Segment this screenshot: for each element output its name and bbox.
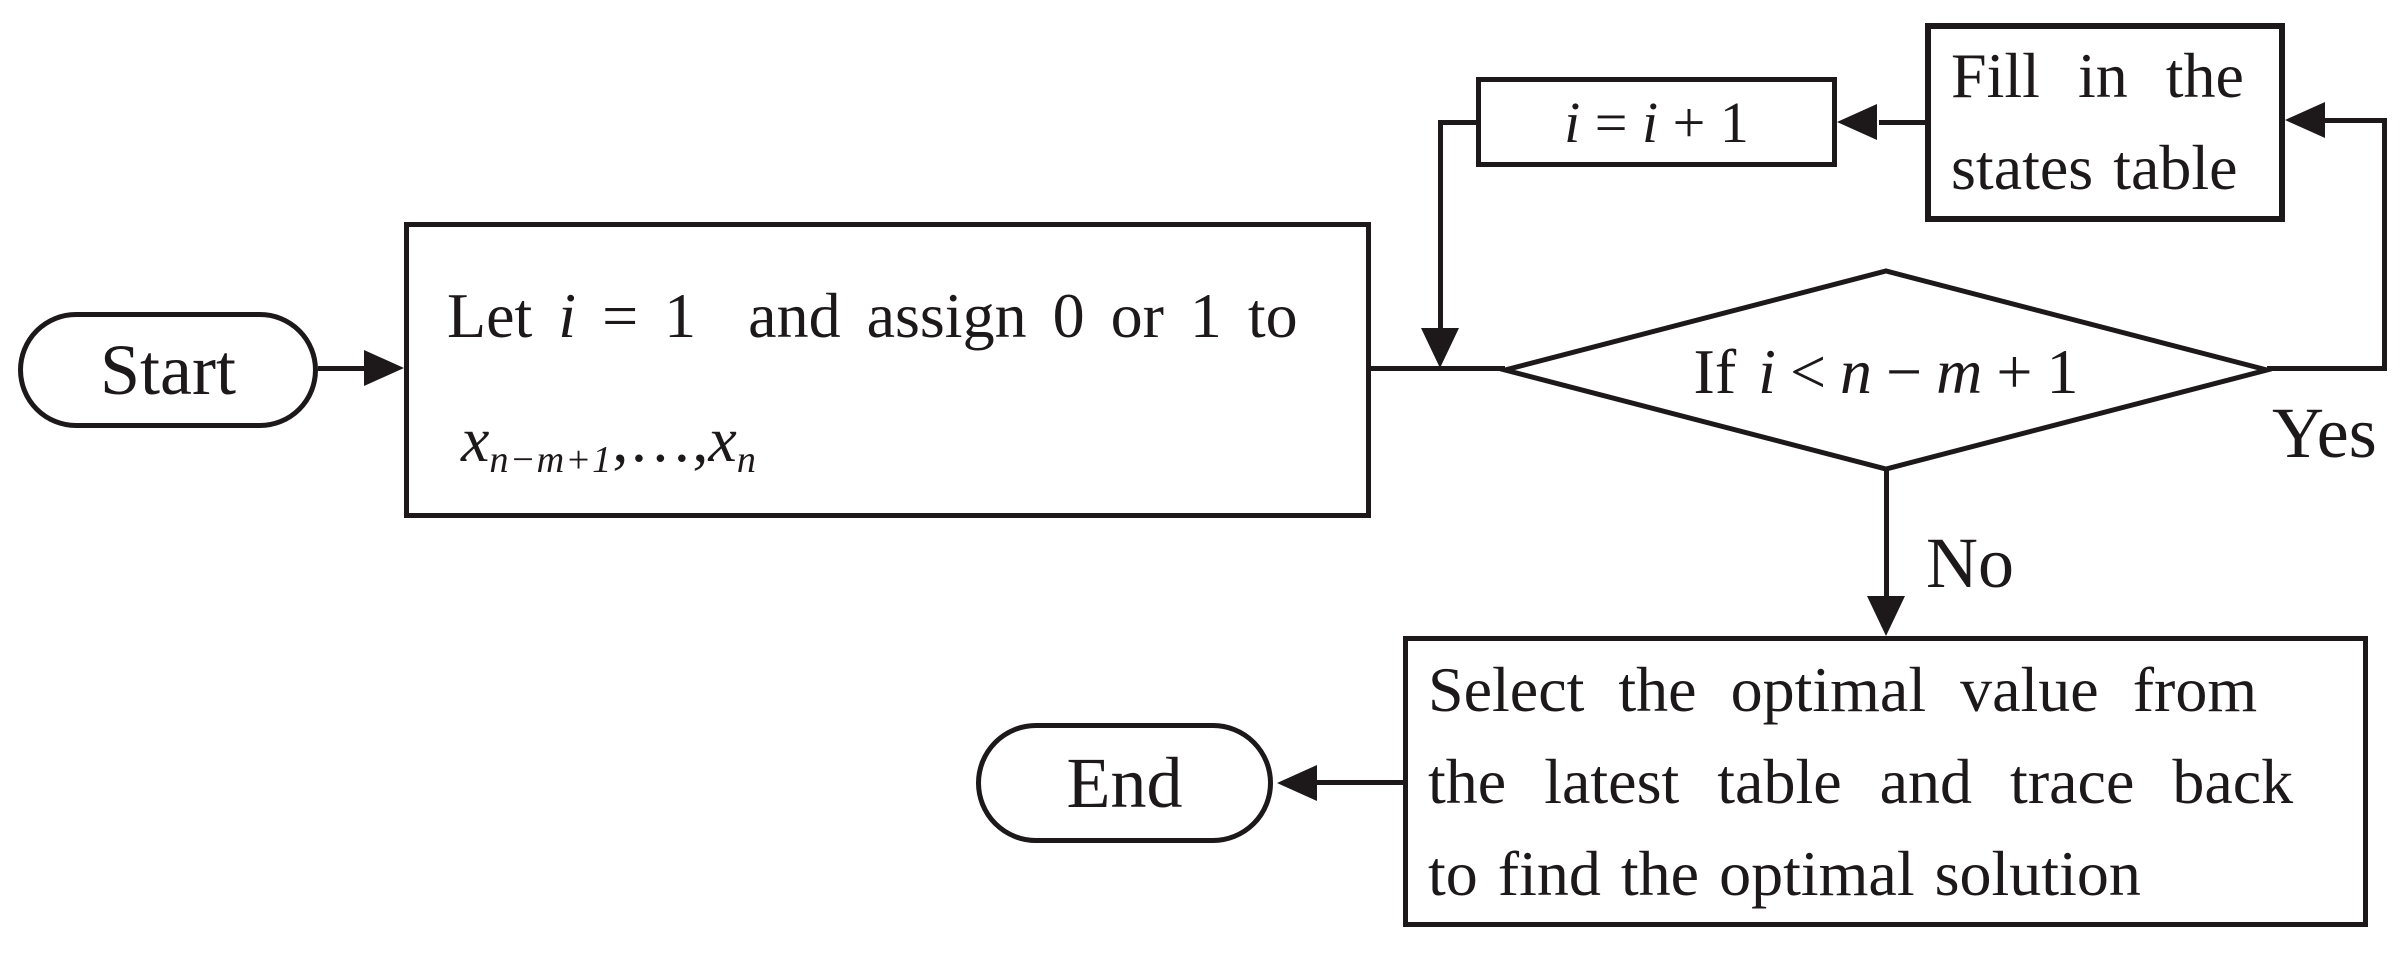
edge-start-to-init-line: [318, 366, 364, 371]
fill-line1: Fill in the: [1951, 40, 2244, 111]
arrowhead-into-select: [1867, 596, 1905, 636]
edge-select-to-end-line: [1317, 780, 1403, 785]
start-terminal: Start: [18, 312, 318, 428]
select-line2: the latest table and trace back: [1428, 746, 2294, 817]
init-sub-last: n: [736, 438, 757, 481]
increment-expression: i = i + 1: [1564, 89, 1749, 156]
init-line2: xn−m+1,…,xn: [461, 403, 757, 482]
select-line1: Select the optimal value from: [1428, 654, 2258, 725]
edge-init-to-decision-line: [1371, 366, 1505, 371]
edge-inc-loop-horizontal: [1438, 120, 1476, 125]
arrowhead-loop-down: [1421, 328, 1459, 368]
end-terminal: End: [976, 723, 1273, 843]
edge-inc-loop-vertical: [1438, 120, 1443, 328]
inc-plus: +: [1672, 89, 1706, 155]
inc-i2: i: [1642, 89, 1659, 155]
select-optimal-box: Select the optimal value from the latest…: [1403, 636, 2368, 927]
init-x-var: x: [461, 404, 490, 475]
init-x-var2: x: [708, 404, 737, 475]
increment-box: i = i + 1: [1476, 77, 1837, 167]
arrowhead-into-increment: [1837, 104, 1877, 140]
edge-yes-vertical: [2382, 118, 2387, 371]
inc-one: 1: [1719, 89, 1749, 155]
inc-eq: =: [1594, 89, 1628, 155]
init-let-word: Let: [447, 280, 533, 351]
edge-yes-horizontal-bottom: [2267, 366, 2387, 371]
init-ellipsis: ,…,: [612, 404, 709, 475]
edge-fill-to-inc-line: [1879, 120, 1925, 125]
init-sub-first: n−m+1: [489, 438, 613, 481]
arrowhead-into-init: [364, 350, 404, 386]
decision-i-var: i: [1758, 336, 1776, 407]
decision-lt: <: [1789, 336, 1827, 407]
fill-states-box: Fill in the states table: [1925, 23, 2285, 222]
decision-m-var: m: [1936, 336, 1983, 407]
decision-n-var: n: [1840, 336, 1873, 407]
init-i-var: i: [558, 280, 577, 351]
init-equals: =: [602, 280, 639, 351]
decision-plus: +: [1996, 336, 2033, 407]
edge-no-vertical: [1884, 469, 1889, 596]
inc-i1: i: [1564, 89, 1581, 155]
decision-if-word: If: [1693, 336, 1737, 407]
start-label: Start: [100, 329, 236, 410]
init-tail: and assign 0 or 1 to: [748, 280, 1298, 351]
no-label: No: [1926, 523, 2014, 603]
decision-minus: −: [1886, 336, 1923, 407]
edge-yes-horizontal-top: [2325, 118, 2385, 123]
decision-one: 1: [2046, 336, 2079, 407]
init-one: 1: [664, 280, 697, 351]
end-label: End: [1066, 742, 1183, 823]
arrowhead-into-fill: [2285, 102, 2325, 138]
select-line3: to find the optimal solution: [1428, 838, 2141, 909]
fill-line2: states table: [1951, 132, 2238, 203]
arrowhead-into-end: [1277, 765, 1317, 801]
yes-label: Yes: [2272, 393, 2377, 473]
